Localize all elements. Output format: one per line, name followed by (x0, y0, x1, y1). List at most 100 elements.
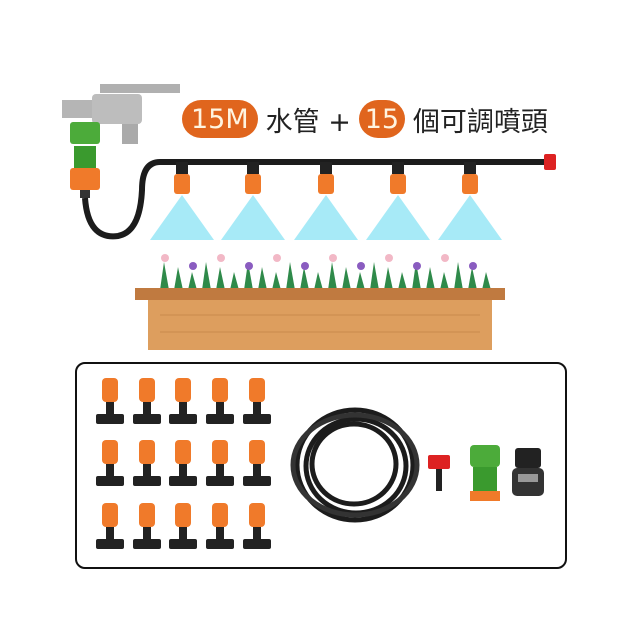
kit-nozzle-stem (216, 402, 224, 416)
leaf (398, 272, 407, 290)
kit-nozzle-stem (179, 464, 187, 478)
kit-nozzle-stem (143, 527, 151, 541)
leaf (174, 267, 183, 290)
kit-nozzle (212, 503, 228, 527)
leaf (188, 272, 197, 290)
leaf (230, 272, 239, 290)
mist-spray (366, 195, 430, 240)
nozzle-tee (320, 162, 332, 174)
quick-connector-icon (70, 122, 100, 198)
faucet-adapter-icon (512, 448, 544, 496)
leaf (440, 272, 449, 290)
kit-nozzle-tee (96, 414, 124, 424)
kit-nozzle-stem (216, 464, 224, 478)
kit-nozzle (102, 440, 118, 464)
flower (357, 262, 365, 270)
plants (160, 254, 491, 290)
end-cap (544, 154, 556, 170)
kit-nozzle-tee (169, 414, 197, 424)
hose (82, 159, 545, 240)
leaf (468, 267, 477, 290)
flower (161, 254, 169, 262)
kit-nozzle-tee (133, 539, 161, 549)
kit-nozzle-stem (106, 527, 114, 541)
kit-nozzle (249, 378, 265, 402)
kit-nozzle-tee (243, 539, 271, 549)
leaf (454, 262, 463, 290)
mist-spray (150, 195, 214, 240)
kit-nozzle (212, 378, 228, 402)
leaf (286, 262, 295, 290)
kit-nozzle-tee (133, 414, 161, 424)
kit-nozzle-tee (243, 476, 271, 486)
spray-nozzle (390, 174, 406, 194)
spray-nozzles (150, 162, 502, 240)
leaf (300, 267, 309, 290)
kit-nozzles (96, 378, 271, 549)
kit-nozzle (249, 440, 265, 464)
leaf (258, 267, 267, 290)
leaf (426, 267, 435, 290)
hose-length-badge: 15M (182, 100, 258, 138)
kit-nozzle (249, 503, 265, 527)
kit-nozzle-stem (143, 464, 151, 478)
flower (469, 262, 477, 270)
flower (245, 262, 253, 270)
kit-nozzle (175, 378, 191, 402)
spray-nozzle (174, 174, 190, 194)
kit-nozzle-stem (106, 464, 114, 478)
leaf (328, 262, 337, 290)
leaf (244, 262, 253, 290)
mist-spray (294, 195, 358, 240)
kit-nozzle-stem (216, 527, 224, 541)
flower (189, 262, 197, 270)
flower (441, 254, 449, 262)
flower (217, 254, 225, 262)
flower (301, 262, 309, 270)
mist-spray (438, 195, 502, 240)
kit-nozzle (139, 503, 155, 527)
dripper-icon (428, 455, 450, 491)
leaf (314, 272, 323, 290)
headline: 15M 水管 + 15 個可調噴頭 (182, 99, 556, 139)
kit-nozzle-stem (179, 527, 187, 541)
hose-coil (290, 407, 420, 523)
kit-nozzle-tee (206, 414, 234, 424)
kit-nozzle-stem (106, 402, 114, 416)
kit-nozzle (102, 378, 118, 402)
kit-nozzle-tee (206, 476, 234, 486)
leaf (160, 262, 169, 290)
flower (329, 254, 337, 262)
tap-connector-icon (470, 445, 500, 501)
kit-nozzle (175, 503, 191, 527)
leaf (202, 262, 211, 290)
kit-nozzle (175, 440, 191, 464)
leaf (384, 267, 393, 290)
leaf (482, 272, 491, 290)
nozzle-tee (392, 162, 404, 174)
faucet-icon (62, 84, 180, 144)
leaf (370, 262, 379, 290)
kit-nozzle-tee (133, 476, 161, 486)
kit-nozzle (139, 440, 155, 464)
flower (385, 254, 393, 262)
kit-nozzle-stem (179, 402, 187, 416)
kit-nozzle-tee (243, 414, 271, 424)
leaf (342, 267, 351, 290)
kit-nozzle (212, 440, 228, 464)
nozzle-tee (464, 162, 476, 174)
nozzle-tee (247, 162, 259, 174)
leaf (216, 267, 225, 290)
nozzle-count-badge: 15 (358, 100, 405, 138)
kit-nozzle-tee (206, 539, 234, 549)
kit-nozzle-tee (96, 539, 124, 549)
leaf (356, 272, 365, 290)
kit-nozzle-stem (253, 464, 261, 478)
planter-box (135, 288, 505, 350)
flower (413, 262, 421, 270)
kit-nozzle (102, 503, 118, 527)
kit-nozzle-tee (96, 476, 124, 486)
spray-nozzle (462, 174, 478, 194)
flower (273, 254, 281, 262)
